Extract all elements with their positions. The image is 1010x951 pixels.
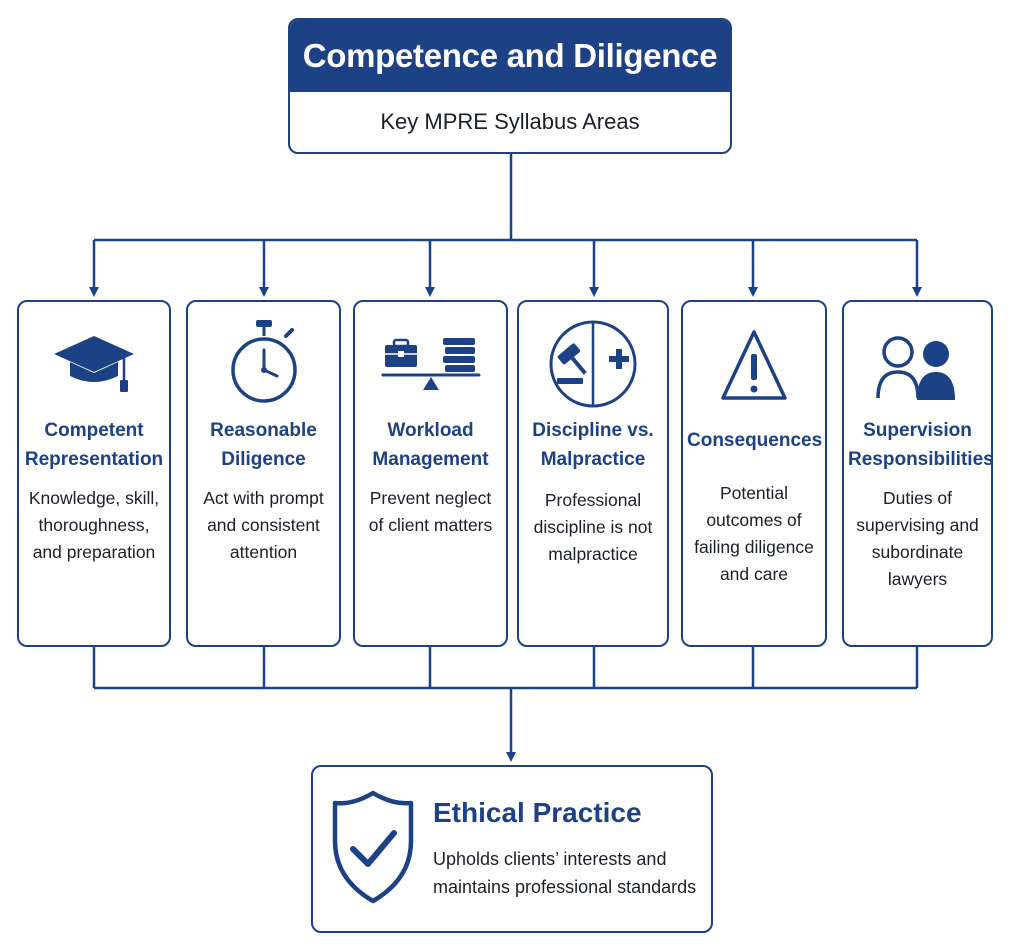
stopwatch-icon — [188, 318, 339, 408]
header-subtitle: Key MPRE Syllabus Areas — [380, 109, 640, 134]
card-title: Discipline vs. Malpractice — [532, 420, 654, 470]
supervision-people-icon — [844, 332, 991, 402]
card-discipline-vs-malpractice: Discipline vs. Malpractice Professional … — [517, 300, 669, 647]
warning-triangle-icon — [683, 326, 825, 404]
card-title: Competent Representation — [24, 420, 164, 470]
ethical-practice-title: Ethical Practice — [433, 797, 642, 828]
workload-scale-icon — [355, 332, 506, 394]
card-title: Consequences — [687, 430, 823, 451]
card-description: Duties of supervising and subordinate la… — [856, 488, 979, 589]
card-supervision-responsibilities: Supervision Responsibilities Duties of s… — [842, 300, 994, 647]
shield-check-icon — [331, 789, 415, 910]
card-workload-management: Workload Management Prevent neglect of c… — [353, 300, 508, 647]
ethical-practice-card: Ethical Practice Upholds clients’ intere… — [311, 765, 713, 933]
card-description: Act with prompt and consistent attention — [203, 488, 324, 562]
card-title: Workload Management — [372, 420, 489, 470]
header-title: Competence and Diligence — [290, 20, 730, 92]
graduation-cap-icon — [19, 332, 169, 396]
card-description: Knowledge, skill, thoroughness, and prep… — [28, 488, 160, 562]
gavel-plus-icon — [519, 318, 667, 410]
card-description: Professional discipline is not malpracti… — [533, 490, 653, 564]
card-consequences: Consequences Potential outcomes of faili… — [681, 300, 827, 647]
card-description: Potential outcomes of failing diligence … — [694, 483, 814, 584]
header-card: Competence and Diligence Key MPRE Syllab… — [288, 18, 732, 154]
card-description: Prevent neglect of client matters — [368, 488, 493, 535]
card-competent-representation: Competent Representation Knowledge, skil… — [17, 300, 171, 647]
ethical-practice-description: Upholds clients’ interests and maintains… — [433, 849, 697, 897]
card-title: Supervision Responsibilities — [848, 420, 994, 470]
card-reasonable-diligence: Reasonable Diligence Act with prompt and… — [186, 300, 341, 647]
card-title: Reasonable Diligence — [210, 420, 317, 470]
